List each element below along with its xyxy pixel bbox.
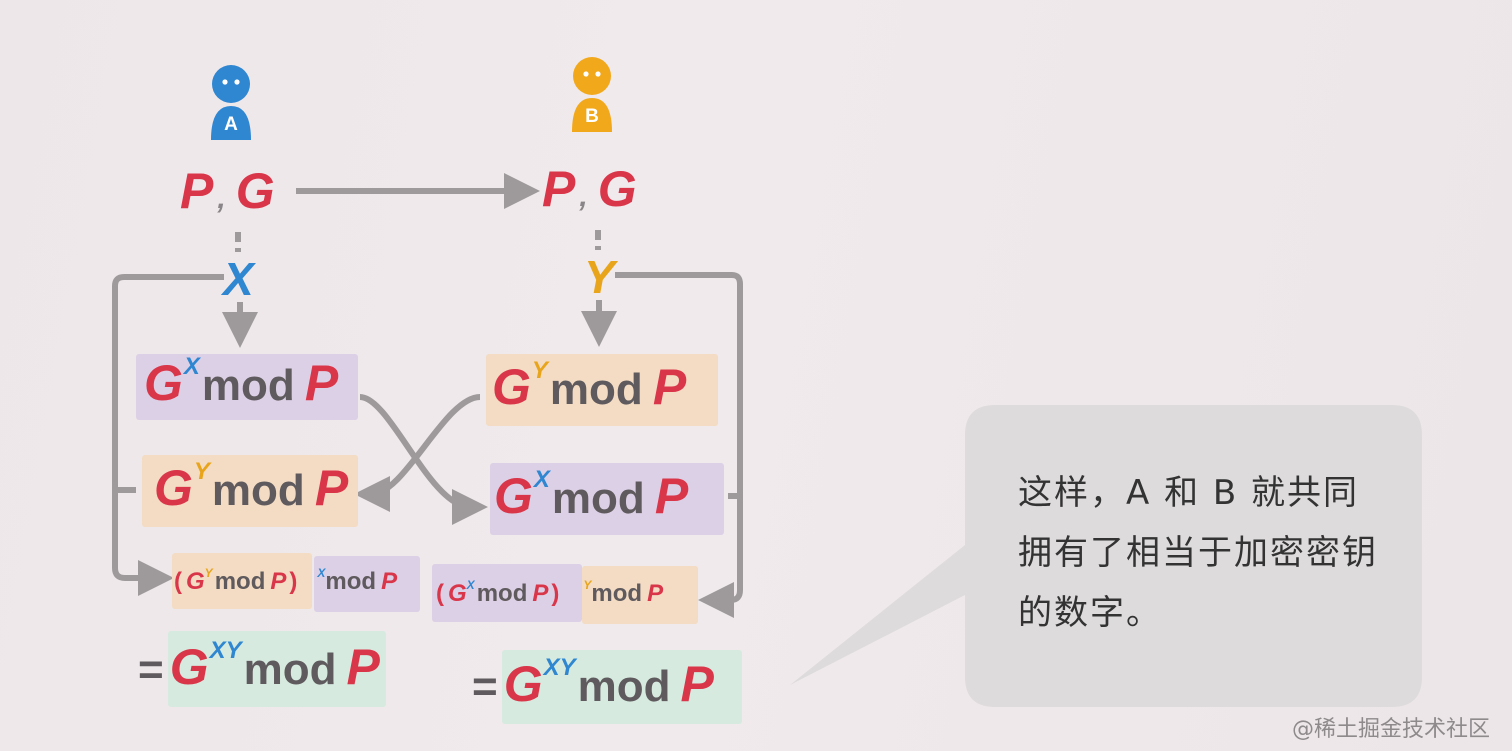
expr-mod: mod <box>549 365 643 414</box>
equals-sign: = <box>138 645 164 694</box>
b-shared-params: P, G <box>542 160 637 218</box>
a-x-loop-arrow <box>112 274 224 596</box>
a-result-box <box>168 631 386 707</box>
secret-x: X <box>223 253 254 305</box>
expr-mod: mod <box>577 662 671 711</box>
expr-close-paren: ) <box>289 568 298 595</box>
expr-close-paren: ) <box>551 580 560 607</box>
b-compute-outer-box <box>582 566 698 624</box>
expr-mod: mod <box>201 361 295 410</box>
a-shared-params: P, G <box>180 162 275 220</box>
person-b-icon: B <box>568 54 616 134</box>
expr-g: G <box>169 639 209 695</box>
expr-g: G <box>448 580 467 607</box>
expr-p: P <box>652 359 687 415</box>
person-b-label: B <box>585 106 599 127</box>
cross-arrow-a-to-b <box>359 394 488 525</box>
cross-arrow-b-to-a <box>354 394 481 512</box>
b-y-loop-arrow <box>615 272 743 618</box>
expr-exp-x: X <box>183 353 200 380</box>
a-received-value-box <box>142 455 358 527</box>
expr-p: P <box>381 568 398 595</box>
b-received-value-box <box>490 463 724 535</box>
expr-exp-xy: XY <box>209 637 242 664</box>
expr-mod: mod <box>325 568 377 595</box>
expr-g: G <box>154 460 193 516</box>
expr-mod: mod <box>211 466 305 515</box>
expr-p: P <box>314 460 349 516</box>
expr-p: P <box>532 580 549 607</box>
expr-open-paren: ( <box>174 568 182 595</box>
expr-g: G <box>503 656 543 712</box>
expr-g: G <box>144 355 183 411</box>
expr-exp-y: Y <box>193 458 210 485</box>
watermark: @稀土掘金技术社区 <box>1291 717 1490 742</box>
expr-exp-x: X <box>466 578 475 592</box>
a-param-sep: , <box>217 182 226 215</box>
b-param-g: G <box>597 161 637 217</box>
b-result-box <box>502 650 742 724</box>
expr-mod: mod <box>551 474 645 523</box>
expr-mod: mod <box>476 580 528 607</box>
b-param-sep: , <box>579 180 588 213</box>
a-compute-outer-box <box>314 556 420 612</box>
expr-mod: mod <box>214 568 266 595</box>
expr-exp-x: X <box>533 466 550 493</box>
expr-g: G <box>492 359 531 415</box>
expr-p: P <box>680 656 714 712</box>
expr-p: P <box>270 568 287 595</box>
person-a-label: A <box>224 114 238 135</box>
speech-bubble-text: 这样，A 和 B 就共同拥有了相当于加密密钥的数字。 <box>1018 473 1378 633</box>
expr-exp-y: Y <box>204 566 213 580</box>
equals-sign: = <box>472 662 498 711</box>
secret-y: Y <box>584 251 615 303</box>
expr-exp-xy: XY <box>543 654 576 681</box>
expr-g: G <box>186 568 205 595</box>
expr-p: P <box>346 639 380 695</box>
expr-mod: mod <box>591 580 643 607</box>
a-public-value-box <box>136 354 358 420</box>
speech-bubble <box>790 405 1422 707</box>
expr-open-paren: ( <box>436 580 444 607</box>
expr-p: P <box>647 580 664 607</box>
expr-exp-x: X <box>317 566 326 580</box>
b-compute-inner-box <box>432 564 582 622</box>
expr-p: P <box>654 468 689 524</box>
expr-g: G <box>494 468 533 524</box>
a-compute-inner-box <box>172 553 312 609</box>
a-param-p: P <box>180 163 214 219</box>
b-public-value-box <box>486 354 718 426</box>
expr-exp-y: Y <box>531 357 548 384</box>
expr-mod: mod <box>243 645 337 694</box>
expr-p: P <box>304 355 339 411</box>
b-param-p: P <box>542 161 576 217</box>
a-param-g: G <box>235 163 275 219</box>
expr-exp-y: Y <box>583 578 592 592</box>
person-a-icon: A <box>207 62 255 142</box>
